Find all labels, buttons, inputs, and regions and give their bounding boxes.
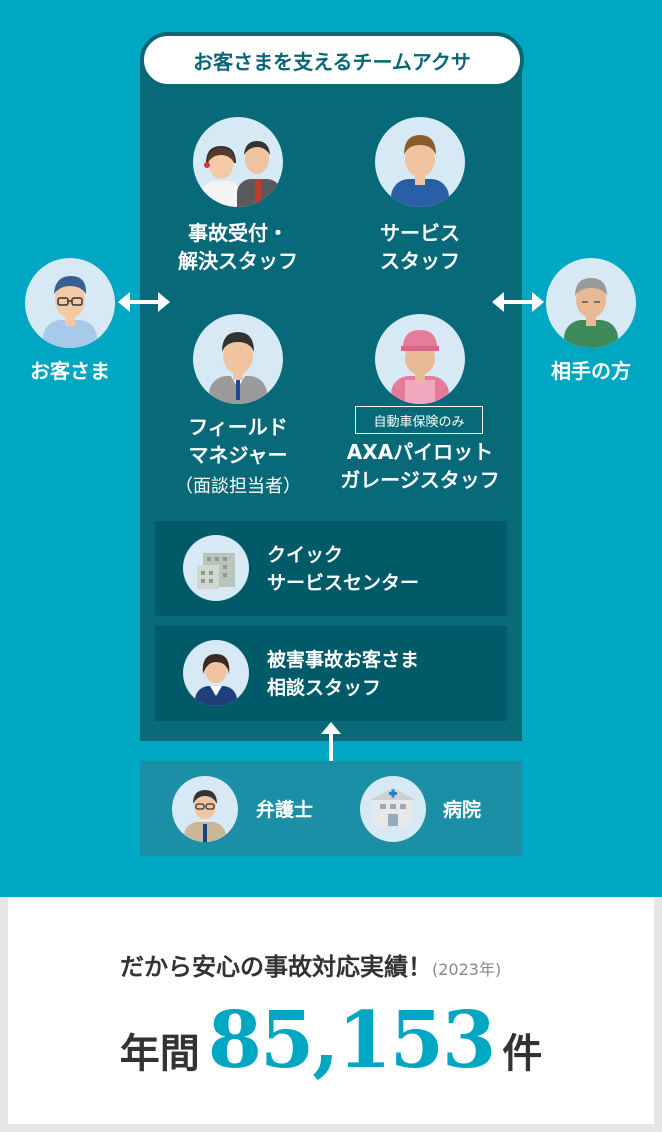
member-garage-label: AXAパイロット ガレージスタッフ — [340, 440, 500, 492]
service-staff-icon — [375, 117, 465, 207]
member-field-manager-label: フィールド マネジャー （面談担当者） — [175, 415, 301, 497]
count-prefix: 年間 — [119, 1031, 200, 1077]
partners-row: 弁護士 病院 — [140, 761, 522, 856]
double-arrow-left-icon — [118, 292, 170, 312]
other-party-label: 相手の方 — [551, 359, 631, 383]
victim-consultation-box: 被害事故お客さま 相談スタッフ — [155, 626, 507, 721]
hospital-icon — [360, 776, 426, 842]
elderly-person-icon — [546, 258, 636, 348]
quick-service-center-box: クイック サービスセンター — [155, 521, 507, 616]
summary-heading: だから安心の事故対応実績！(2023年) — [120, 953, 502, 981]
summary-year: (2023年) — [432, 960, 502, 979]
garage-staff-icon — [375, 314, 465, 404]
building-icon — [183, 535, 249, 601]
victim-consultation-label: 被害事故お客さま 相談スタッフ — [267, 649, 420, 699]
member-reception-label: 事故受付・ 解決スタッフ — [178, 221, 298, 273]
lawyer-label: 弁護士 — [256, 799, 314, 821]
lawyer-icon — [172, 776, 238, 842]
member-service-label: サービス スタッフ — [380, 221, 460, 273]
auto-insurance-only-tag: 自動車保険のみ — [355, 406, 483, 434]
field-manager-icon — [193, 314, 283, 404]
quick-service-center-label: クイック サービスセンター — [267, 544, 420, 594]
count-suffix: 件 — [502, 1031, 543, 1077]
team-title-text: お客さまを支えるチームアクサ — [193, 49, 471, 74]
reception-staff-icon — [193, 117, 283, 207]
double-arrow-right-icon — [492, 292, 544, 312]
hospital-label: 病院 — [443, 799, 482, 821]
consultant-woman-icon — [183, 640, 249, 706]
customer-label: お客さま — [30, 359, 110, 383]
count-number: 85,153 — [207, 995, 497, 1086]
customer-person-icon — [25, 258, 115, 348]
team-title: お客さまを支えるチームアクサ — [140, 32, 524, 88]
